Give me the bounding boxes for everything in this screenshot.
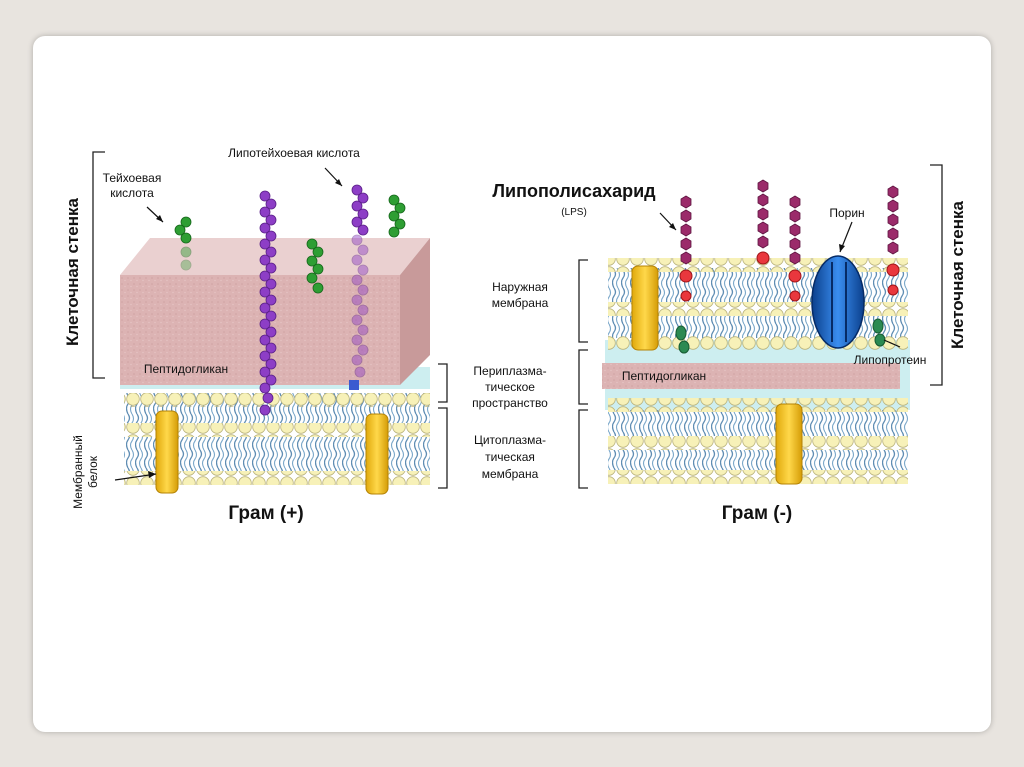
cell-wall-bracket-left: [92, 151, 105, 379]
lipoprotein-1: [675, 325, 690, 354]
membrane-protein-label-2: белок: [86, 455, 100, 488]
gram-positive-label: Грам (+): [228, 503, 303, 524]
lps-chain-4: [886, 185, 900, 296]
membrane-protein-1: [155, 410, 179, 494]
lps-chain-1: [679, 195, 693, 302]
outer-membrane-label-1: Наружная: [492, 280, 548, 294]
lipoteichoic-acid-chain-2: [349, 184, 369, 390]
teichoic-acid-chain-2: [306, 238, 324, 294]
lps-chain-2: [756, 179, 770, 265]
lipoteichoic-label: Липотейхоевая кислота: [228, 146, 360, 160]
gram-negative-panel: [602, 164, 943, 485]
cytoplasmic-label-2: тическая: [485, 450, 535, 464]
outer-membrane-label-2: мембрана: [492, 296, 549, 310]
teichoic-label-1: Тейхоевая: [103, 171, 162, 185]
lps-abbr: (LPS): [561, 207, 587, 218]
inner-membrane-protein: [775, 403, 803, 485]
periplasmic-label-2: тическое: [485, 380, 535, 394]
outer-membrane-bracket: [578, 259, 588, 343]
gram-negative-label: Грам (-): [722, 503, 793, 524]
cytoplasmic-membrane-right: [608, 398, 908, 484]
lps-chain-3: [788, 195, 802, 302]
lps-label: Липополисахарид: [492, 181, 656, 201]
teichoic-acid-chain-3: [388, 194, 406, 238]
peptidoglycan-label-left: Пептидогликан: [144, 362, 228, 376]
lipoprotein-arrow: [883, 339, 901, 348]
membrane-protein-2: [365, 413, 389, 495]
peptidoglycan-top: [120, 238, 430, 275]
peptidoglycan-side: [400, 238, 430, 385]
teichoic-acid-chain-1: [174, 216, 192, 271]
cell-wall-label-left: Клеточная стенка: [63, 197, 82, 345]
lipoprotein-2: [872, 318, 886, 347]
periplasm-bracket-left: [438, 363, 448, 403]
lipoteichoic-acid-chain-1: [259, 190, 277, 416]
cytoplasmic-label-3: мембрана: [482, 467, 539, 481]
cell-wall-label-right: Клеточная стенка: [948, 200, 967, 348]
cell-wall-bracket-right: [930, 164, 943, 386]
cytoplasmic-label-1: Цитоплазма-: [474, 433, 546, 447]
teichoic-label-2: кислота: [110, 186, 154, 200]
periplasm-bracket-right: [578, 349, 588, 405]
outer-membrane-protein: [631, 265, 659, 351]
porin: [811, 255, 865, 349]
periplasmic-label-1: Периплазма-: [473, 364, 546, 378]
cytoplasmic-bracket-left: [438, 407, 448, 489]
gram-positive-panel: [92, 151, 430, 495]
periplasmic-label-3: пространство: [472, 396, 548, 410]
peptidoglycan-layer: [602, 363, 900, 389]
membrane-protein-label-1: Мембранный: [71, 435, 85, 509]
cytoplasmic-bracket-right: [578, 409, 588, 489]
peptidoglycan-label-right: Пептидогликан: [622, 369, 706, 383]
porin-label: Порин: [829, 206, 864, 220]
lipoprotein-label: Липопротеин: [854, 353, 927, 367]
